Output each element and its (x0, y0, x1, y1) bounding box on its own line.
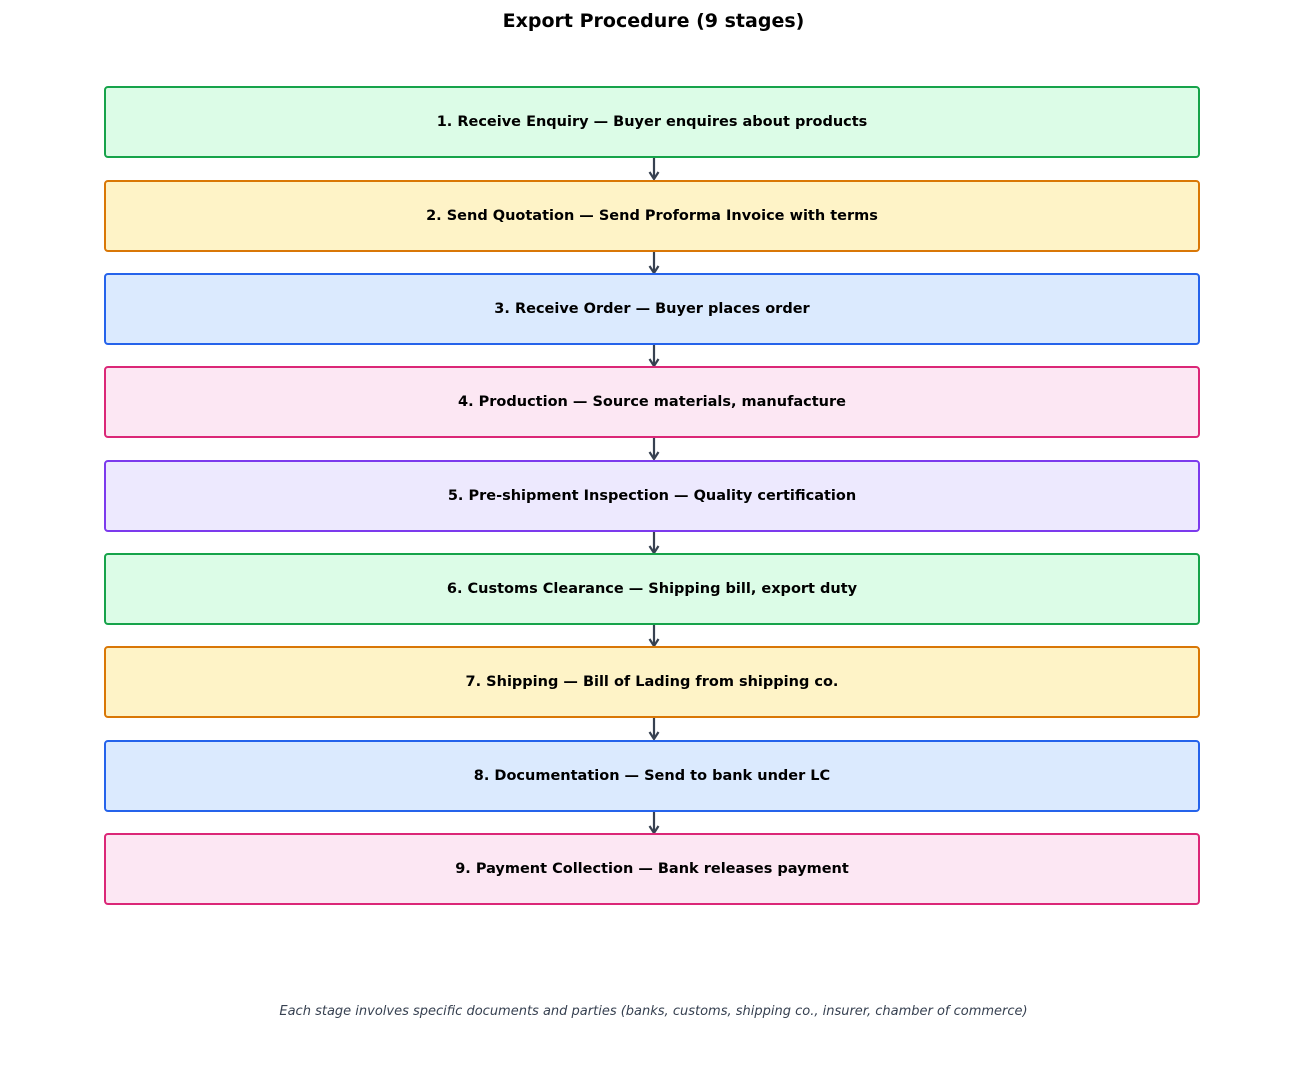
arrow-head (648, 171, 660, 180)
arrow-2-to-3 (648, 252, 660, 274)
arrow-6-to-7 (648, 625, 660, 647)
stage-label-6: 6. Customs Clearance — Shipping bill, ex… (446, 581, 858, 597)
stage-label-7: 7. Shipping — Bill of Lading from shippi… (465, 674, 839, 690)
stage-box-3: 3. Receive Order — Buyer places order (104, 273, 1200, 345)
stage-box-8: 8. Documentation — Send to bank under LC (104, 740, 1200, 812)
arrow-5-to-6 (648, 532, 660, 554)
arrow-3-to-4 (648, 345, 660, 367)
footnote: Each stage involves specific documents a… (279, 1004, 1028, 1019)
stage-label-5: 5. Pre-shipment Inspection — Quality cer… (447, 488, 857, 504)
arrow-8-to-9 (648, 812, 660, 834)
arrow-head (648, 731, 660, 740)
arrow-head (648, 451, 660, 460)
stage-label-9: 9. Payment Collection — Bank releases pa… (455, 861, 849, 877)
stage-box-7: 7. Shipping — Bill of Lading from shippi… (104, 646, 1200, 718)
stage-box-1: 1. Receive Enquiry — Buyer enquires abou… (104, 86, 1200, 158)
stage-box-9: 9. Payment Collection — Bank releases pa… (104, 833, 1200, 905)
stage-box-4: 4. Production — Source materials, manufa… (104, 366, 1200, 438)
stage-box-2: 2. Send Quotation — Send Proforma Invoic… (104, 180, 1200, 252)
arrow-7-to-8 (648, 718, 660, 740)
stage-label-3: 3. Receive Order — Buyer places order (494, 301, 810, 317)
arrow-4-to-5 (648, 438, 660, 460)
stage-box-5: 5. Pre-shipment Inspection — Quality cer… (104, 460, 1200, 532)
stage-label-4: 4. Production — Source materials, manufa… (457, 394, 846, 410)
stage-label-1: 1. Receive Enquiry — Buyer enquires abou… (436, 114, 868, 130)
diagram-title: Export Procedure (9 stages) (502, 10, 805, 32)
arrow-1-to-2 (648, 158, 660, 180)
stage-label-8: 8. Documentation — Send to bank under LC (473, 768, 831, 784)
stage-box-6: 6. Customs Clearance — Shipping bill, ex… (104, 553, 1200, 625)
stage-label-2: 2. Send Quotation — Send Proforma Invoic… (426, 208, 878, 224)
